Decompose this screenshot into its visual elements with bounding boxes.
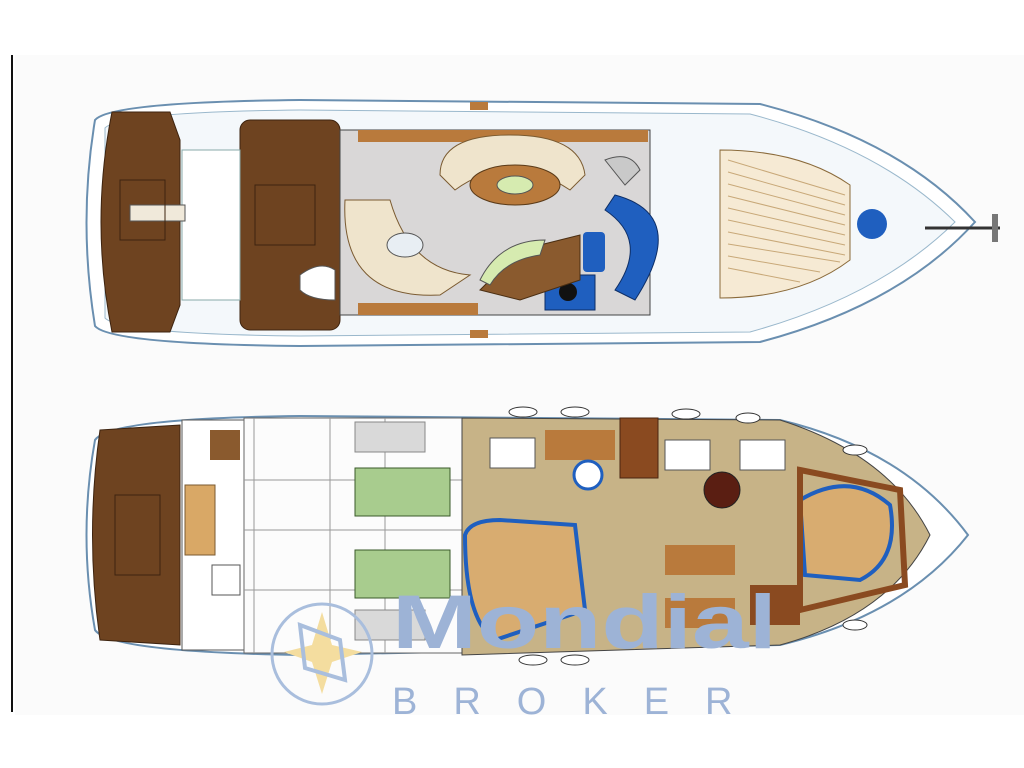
watermark-brand-top: Mondial bbox=[392, 580, 777, 665]
compass-star-logo bbox=[270, 602, 374, 706]
hatch-icon bbox=[857, 209, 887, 239]
main-deck-plan bbox=[85, 98, 1000, 348]
engine-starboard bbox=[354, 549, 451, 599]
engine-port bbox=[354, 467, 451, 517]
watermark-brand-bottom: BROKER bbox=[392, 681, 768, 723]
lower-deck-plan bbox=[85, 406, 970, 666]
watermark: Mondial BROKER bbox=[270, 580, 777, 723]
